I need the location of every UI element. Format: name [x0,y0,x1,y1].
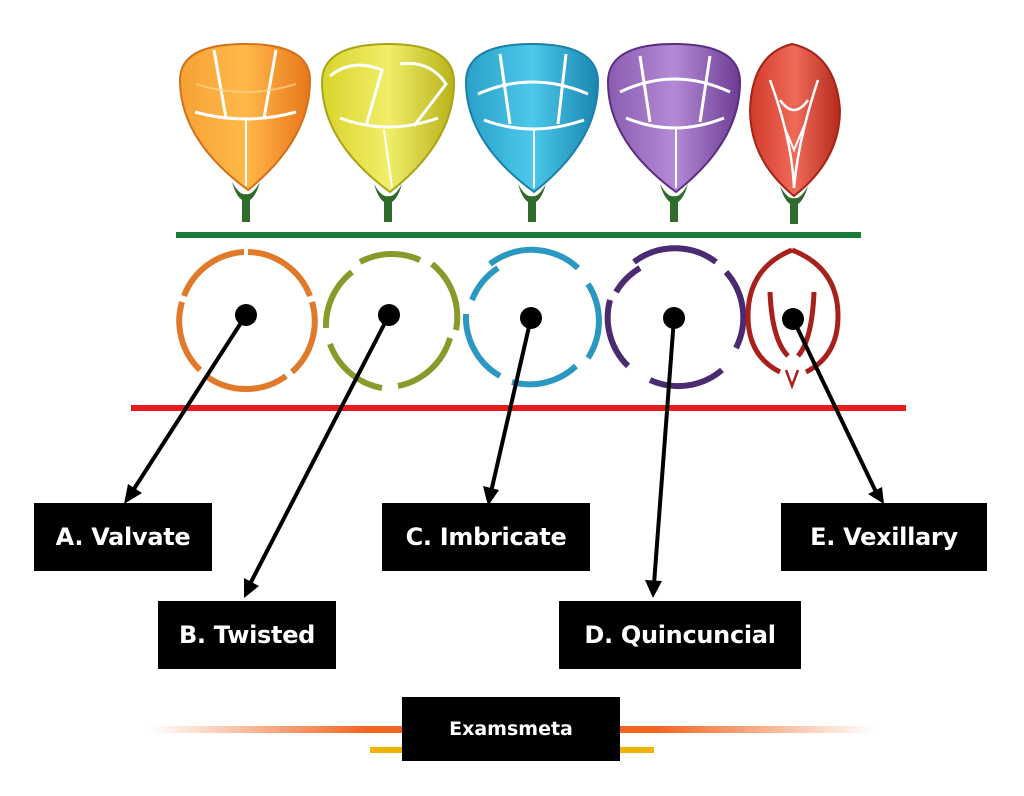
bud-twisted [320,42,456,194]
section-twisted [322,251,461,391]
section-imbricate [462,246,602,388]
label-twisted: B. Twisted [158,601,336,669]
pointer-arrows [124,304,884,598]
arrow-b [244,304,400,598]
bud-imbricate [464,42,600,194]
label-imbricate: C. Imbricate [382,503,590,571]
section-vexillary [745,247,841,390]
arrow-d [645,307,685,598]
bud-vexillary [748,42,842,198]
stem-c [518,184,546,222]
stem-a [232,182,260,222]
bottom-divider-line [131,405,906,411]
bud-stems [232,182,808,224]
bud-valvate [178,42,312,192]
section-valvate [176,249,318,392]
stem-e [780,186,808,224]
arrow-a [124,304,257,504]
stem-d [660,184,688,222]
section-quincuncial [604,245,747,390]
label-quincuncial: D. Quincuncial [559,601,801,669]
label-valvate: A. Valvate [34,503,212,571]
top-divider-line [176,232,861,238]
arrow-e [782,308,884,504]
label-vexillary: E. Vexillary [781,503,987,571]
arrow-c [483,307,542,506]
bud-quincuncial [606,42,742,194]
stem-b [374,184,402,222]
brand-badge: Examsmeta [402,697,620,761]
